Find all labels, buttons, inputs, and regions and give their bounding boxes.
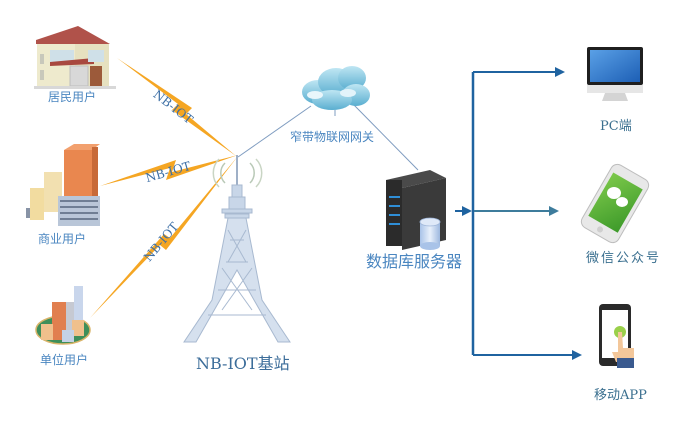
client-label-wechat: 微信公众号 xyxy=(586,251,662,266)
user-label-residential: 居民用户 xyxy=(48,90,97,104)
cloud-icon xyxy=(302,66,370,110)
distribution-arrows xyxy=(455,67,582,360)
client-label-pc: PC端 xyxy=(600,119,632,134)
server-label: 数据库服务器 xyxy=(366,252,463,271)
user-label-commercial: 商业用户 xyxy=(38,232,87,246)
office-buildings-icon xyxy=(26,144,100,226)
gateway-label: 窄带物联网网关 xyxy=(290,130,375,144)
client-label-app: 移动APP xyxy=(594,388,647,403)
mobile-app-icon xyxy=(599,304,634,368)
radio-tower-icon xyxy=(183,155,291,343)
wechat-phone-icon xyxy=(580,163,650,244)
campus-buildings-icon xyxy=(35,286,91,345)
house-icon xyxy=(34,26,116,89)
database-server-icon xyxy=(386,170,446,250)
desktop-monitor-icon xyxy=(587,47,643,101)
base-station-label: NB-IOT基站 xyxy=(196,354,290,373)
link-gateway-server xyxy=(353,104,419,171)
wireless-link-residential xyxy=(117,58,236,156)
link-tower-gateway xyxy=(237,105,312,158)
user-label-institution: 单位用户 xyxy=(40,353,89,367)
wireless-link-institution xyxy=(90,156,238,318)
